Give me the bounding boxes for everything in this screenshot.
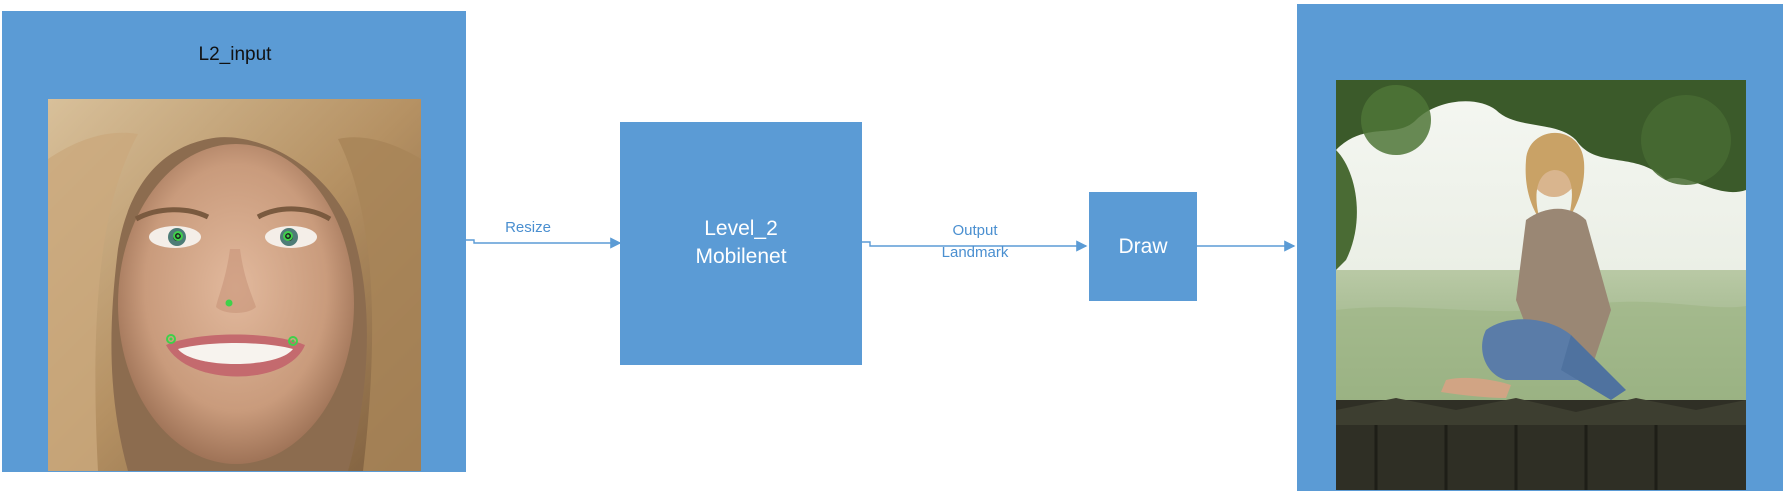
mobilenet-box-line1: Level_2 — [704, 217, 778, 240]
landmark-right-eye — [283, 231, 293, 241]
landmark-nose — [225, 299, 233, 307]
face-photo — [48, 99, 421, 471]
output-landmark-label: Output Landmark — [925, 220, 1025, 264]
output-photo — [1336, 80, 1746, 490]
resize-label: Resize — [505, 219, 551, 236]
landmark-left-eye — [173, 231, 183, 241]
landmark-mouth-right — [288, 336, 298, 346]
output-photo-illustration — [1336, 80, 1746, 490]
draw-box-label: Draw — [1118, 235, 1168, 258]
face-photo-illustration — [48, 99, 421, 471]
mobilenet-box-label: Level_2 Mobilenet — [620, 215, 862, 271]
output-landmark-label-line1: Output — [952, 222, 998, 239]
output-landmark-arrow — [862, 240, 1088, 252]
input-panel-title: L2_input — [198, 44, 272, 65]
resize-arrow — [466, 237, 622, 249]
landmark-mouth-left — [166, 334, 176, 344]
mobilenet-box — [620, 122, 862, 365]
draw-box — [1089, 192, 1197, 301]
mobilenet-box-line2: Mobilenet — [695, 245, 787, 268]
output-landmark-label-line2: Landmark — [941, 244, 1009, 261]
